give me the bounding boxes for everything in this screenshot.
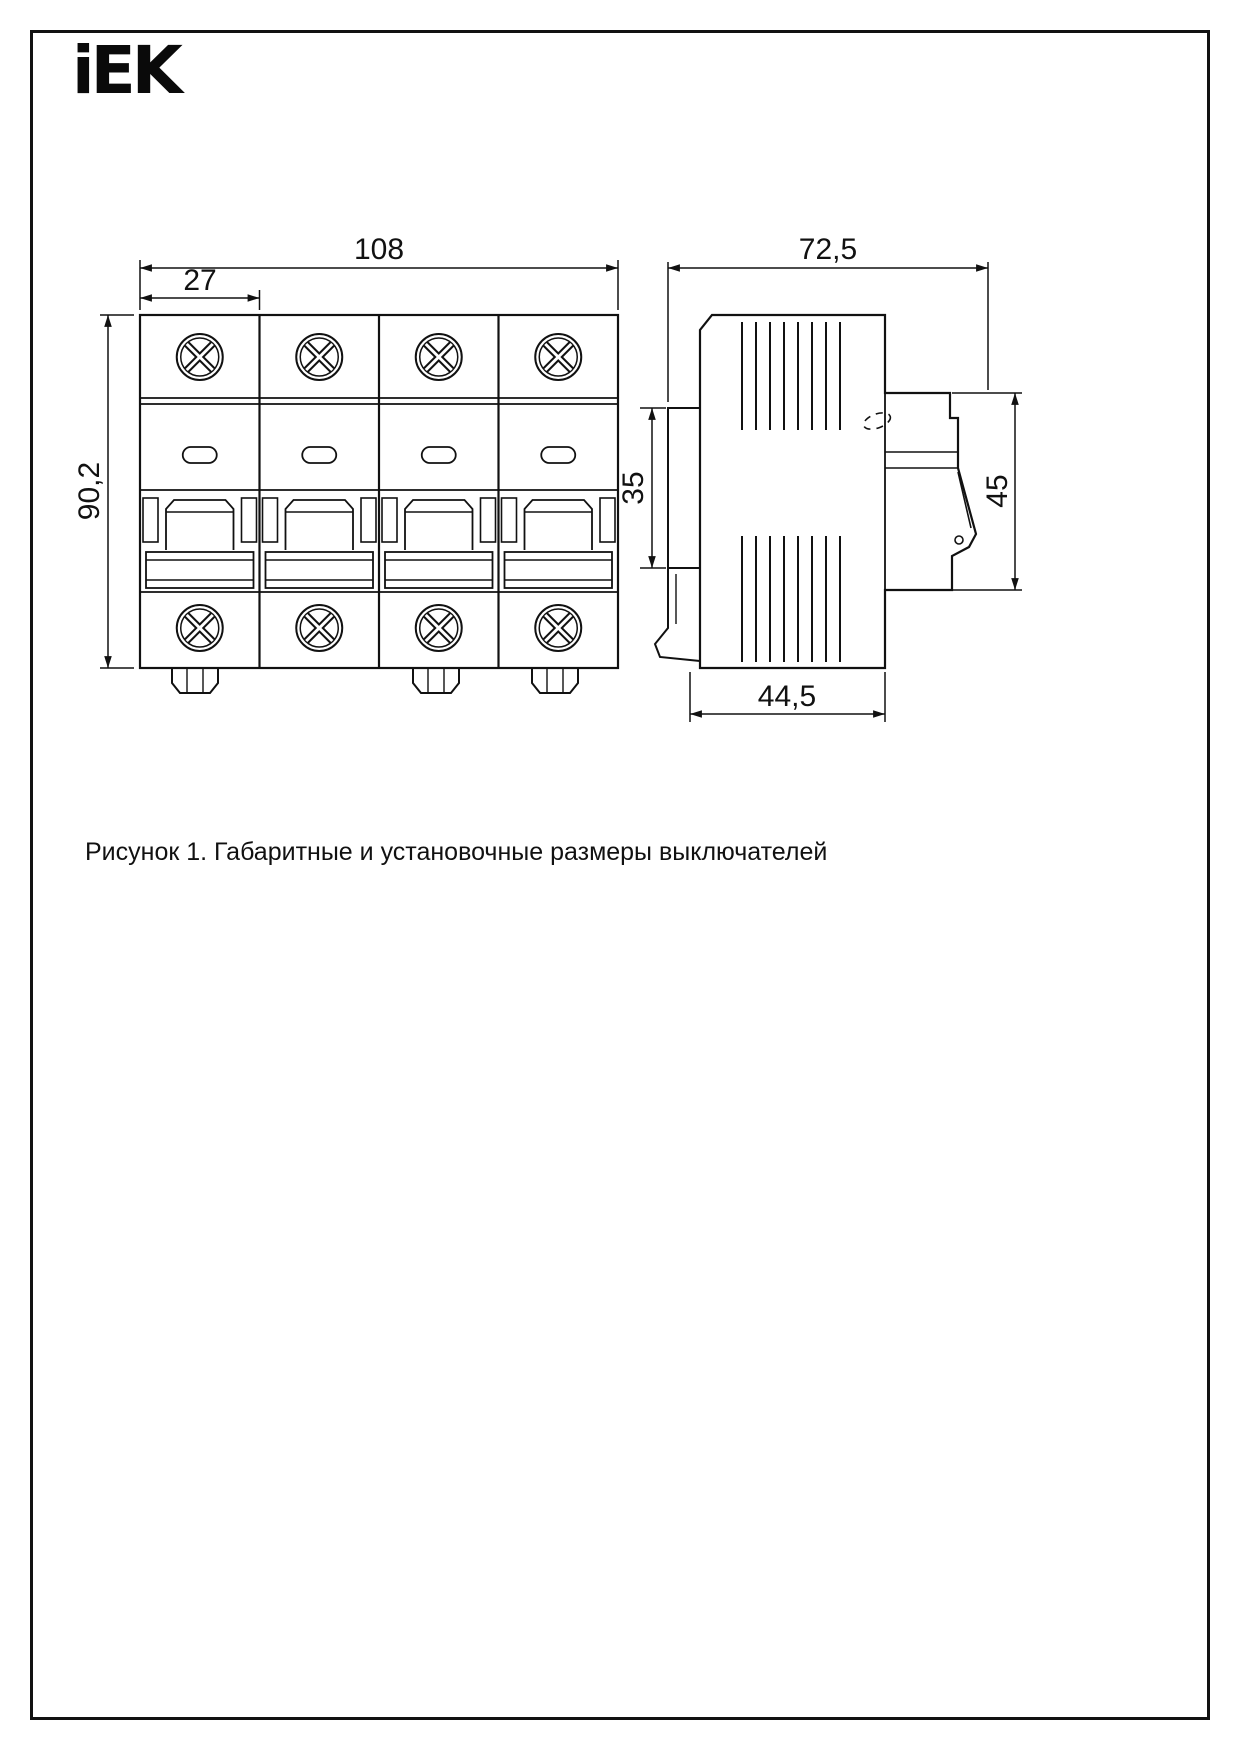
dim-label-total-height: 90,2: [73, 462, 106, 520]
din-clip-tab: [170, 666, 220, 695]
din-clips-front: [170, 666, 580, 695]
dim-label-body-depth: 44,5: [758, 680, 816, 713]
toggle-handle: [500, 496, 617, 590]
iek-logo: iEK: [72, 32, 183, 109]
dim-label-din-rail-height: 35: [617, 471, 650, 504]
screw-icon: [535, 334, 581, 380]
dim-label-front-height: 45: [981, 474, 1014, 507]
screw-icon: [416, 334, 462, 380]
dim-label-total-depth: 72,5: [799, 233, 857, 266]
hidden-screw-outline: [862, 412, 892, 430]
din-clip-side: [653, 568, 701, 662]
toggle-handle: [141, 496, 258, 590]
screw-icon: [177, 334, 223, 380]
window-oval: [540, 445, 577, 465]
din-rail-plate: [667, 407, 700, 569]
screw-icon: [177, 605, 223, 651]
din-clip-tab: [530, 666, 580, 695]
toggle-handle: [380, 496, 497, 590]
window-oval: [181, 445, 218, 465]
lever-pivot: [954, 535, 964, 545]
side-view: [653, 313, 978, 670]
screw-icon: [296, 334, 342, 380]
dimension-annotations: 108 27 90,2 72,5 35 45: [73, 233, 1022, 722]
front-view: [138, 313, 620, 695]
dimension-drawing: 108 27 90,2 72,5 35 45: [73, 233, 1022, 722]
toggle-handle: [261, 496, 378, 590]
screw-icon: [535, 605, 581, 651]
dim-label-total-width: 108: [354, 233, 404, 266]
window-oval: [301, 445, 338, 465]
screw-icon: [296, 605, 342, 651]
vent-slots-upper: [741, 322, 841, 430]
din-clip-tab: [411, 666, 461, 695]
dim-label-module-width: 27: [183, 264, 216, 297]
screw-icon: [416, 605, 462, 651]
vent-slots-lower: [741, 536, 841, 662]
figure-caption: Рисунок 1. Габаритные и установочные раз…: [85, 838, 828, 866]
side-body-outline: [698, 313, 978, 670]
window-oval: [420, 445, 457, 465]
